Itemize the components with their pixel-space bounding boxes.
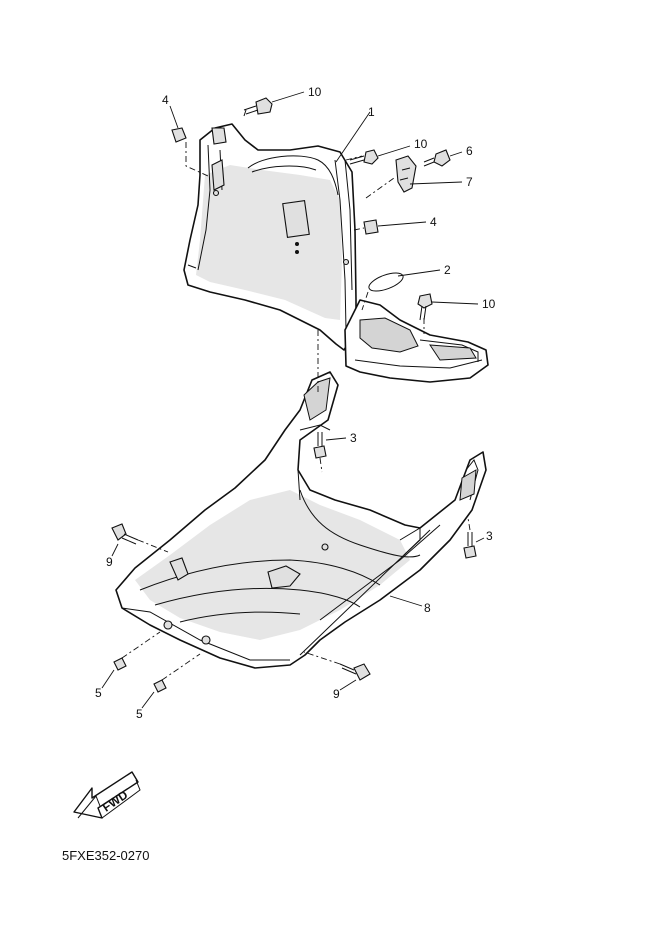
screw-3-right	[463, 532, 477, 559]
callout-4-upper: 4	[162, 93, 169, 107]
callout-numbers: 10 4 1 10 6 7 4 2 10 3 3 9 8 5 9 5	[95, 85, 496, 721]
callout-4-middle: 4	[430, 215, 437, 229]
callout-6: 6	[466, 144, 473, 158]
screw-3-left	[313, 432, 327, 459]
bolt-10-lower	[417, 293, 433, 321]
bolt-10-middle	[349, 149, 379, 165]
bolt-9-left	[111, 523, 139, 545]
drawing-code: 5FXE352-0270	[62, 848, 150, 863]
nut-4-middle	[363, 219, 379, 235]
fwd-arrow-icon: FWD	[73, 771, 141, 819]
callout-3-left: 3	[350, 431, 357, 445]
callout-8: 8	[424, 601, 431, 615]
leg-shield-part-1	[183, 123, 489, 383]
screw-6	[423, 149, 451, 167]
clip-7	[395, 155, 417, 193]
clip-5-lower	[153, 679, 167, 693]
callout-10-upper: 10	[308, 85, 322, 99]
callout-2: 2	[444, 263, 451, 277]
callout-9-left: 9	[106, 555, 113, 569]
nut-4-upper	[171, 127, 187, 143]
footrest-board-part-8	[115, 371, 487, 669]
callout-9-right: 9	[333, 687, 340, 701]
bolt-10-upper	[243, 97, 273, 117]
callout-10-lower: 10	[482, 297, 496, 311]
grommet-2	[368, 272, 404, 292]
callout-5-lower: 5	[136, 707, 143, 721]
bolt-9-right	[339, 663, 371, 681]
callout-7: 7	[466, 175, 473, 189]
callout-5-upper: 5	[95, 686, 102, 700]
callout-10-middle: 10	[414, 137, 428, 151]
callout-3-right: 3	[486, 529, 493, 543]
callout-1: 1	[368, 105, 375, 119]
leader-lines	[101, 91, 485, 709]
clip-5-upper	[113, 657, 127, 671]
